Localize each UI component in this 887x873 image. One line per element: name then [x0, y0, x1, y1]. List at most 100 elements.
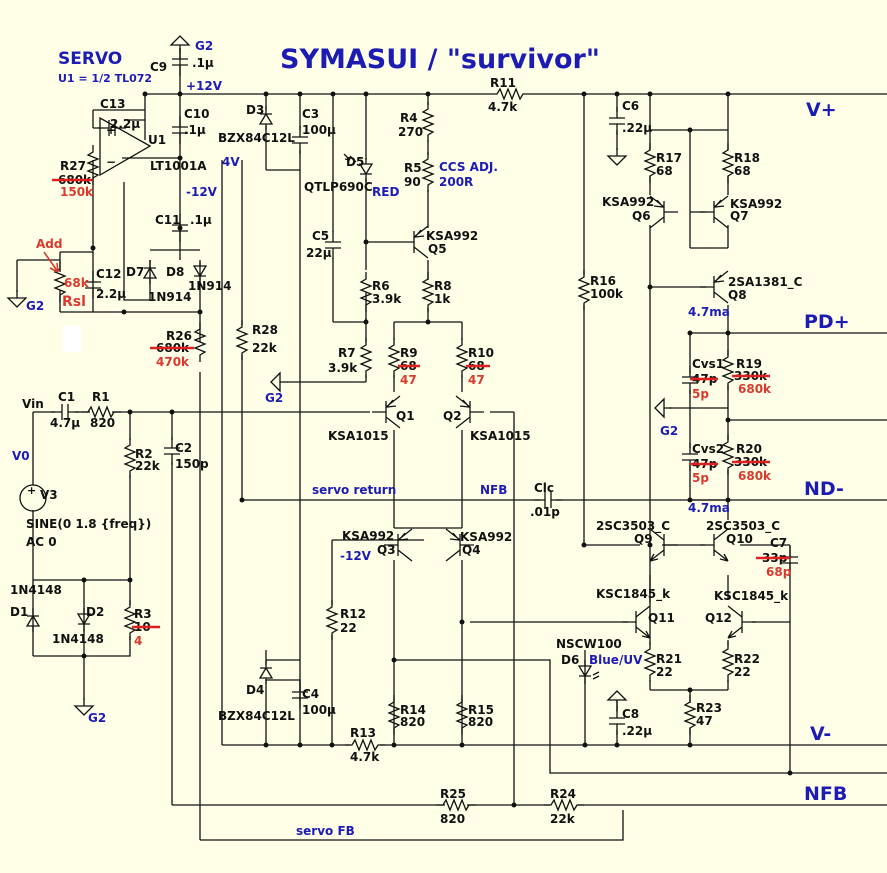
label-parts-r22-v: 22 [734, 665, 751, 679]
label-parts-r27-nv: 150k [60, 185, 94, 199]
label-parts-q4-n: Q4 [462, 543, 481, 557]
rail-vminus: V- [810, 723, 831, 745]
label-parts-d8-v: 1N914 [188, 279, 231, 293]
label-parts-q7-n: Q7 [730, 209, 749, 223]
label-parts-q9-n: Q9 [634, 532, 653, 546]
transistor-q7-symbol [699, 195, 729, 229]
label-parts-c6-n: C6 [622, 99, 639, 113]
label-parts-q11-v: KSC1845_k [596, 587, 671, 602]
components: +− [7, 35, 799, 811]
label-parts-r14-v: 820 [400, 715, 425, 729]
rail-nfb: NFB [804, 783, 847, 805]
label-nets-vin: Vin [22, 397, 44, 411]
label-parts-c7-n: C7 [770, 536, 787, 550]
label-parts-d4-v: BZX84C12L [218, 709, 295, 723]
label-parts-r20-nv: 680k [738, 469, 772, 483]
ground-c6 [607, 147, 627, 166]
label-parts-d3-v: BZX84C12L [218, 131, 295, 145]
svg-text:+: + [27, 484, 36, 497]
label-src-func: SINE(0 1.8 {freq}) [26, 517, 151, 531]
resistor-r17-symbol [644, 142, 656, 184]
label-parts-q11-n: Q11 [648, 611, 675, 625]
label-nets-ma1: 4.7ma [688, 305, 730, 319]
label-parts-r26-nv: 470k [156, 355, 190, 369]
label-parts-r23-n: R23 [696, 701, 722, 715]
label-notes-ccs_val: 200R [439, 175, 473, 189]
resistor-r5-symbol [422, 151, 434, 193]
label-parts-r13-n: R13 [350, 726, 376, 740]
resistor-r19-symbol [722, 349, 734, 391]
strikethroughs [52, 178, 790, 629]
label-parts-r21-v: 22 [656, 665, 673, 679]
label-parts-q2-n: Q2 [443, 409, 462, 423]
label-parts-r12-v: 22 [340, 621, 357, 635]
label-parts-q10-v: 2SC3503_C [706, 519, 780, 534]
resistor-r21-symbol [644, 641, 656, 683]
label-parts-d8-n: D8 [166, 265, 184, 279]
label-nets-g2: G2 [26, 299, 44, 313]
label-parts-r18-n: R18 [734, 151, 760, 165]
label-parts-c12-v: 2.2µ [96, 287, 126, 301]
schematic-title: SYMASUI / "survivor" [280, 44, 600, 75]
label-parts-r8-n: R8 [434, 279, 452, 293]
label-parts-c10-n: C10 [184, 107, 210, 121]
label-nets-g2: G2 [195, 39, 213, 53]
label-parts-c8-v: .22µ [622, 724, 652, 738]
label-notes-red: RED [372, 185, 399, 199]
label-nets-servo_fb: servo FB [296, 824, 355, 838]
label-nets-v0: V0 [12, 449, 30, 463]
label-parts-q5-n: Q5 [428, 242, 447, 256]
label-parts-r1-n: R1 [92, 390, 110, 404]
resistor-r12-symbol [326, 599, 338, 641]
label-parts-c12-n: C12 [96, 267, 122, 281]
label-parts-r28-v: 22k [252, 341, 278, 355]
servo-title: SERVO [58, 49, 122, 69]
label-parts-q12-v: KSC1845_k [714, 589, 789, 604]
rail-vplus: V+ [806, 99, 837, 121]
label-parts-r26-n: R26 [166, 329, 192, 343]
label-parts-c5-n: C5 [312, 229, 329, 243]
rail-ndminus: ND- [804, 478, 844, 500]
source-v3-symbol [19, 484, 47, 512]
label-parts-cvs2-nv: 5p [692, 471, 709, 485]
label-nets-nfb_small: NFB [480, 483, 507, 497]
resistor-r13-symbol [344, 739, 386, 751]
label-parts-q12-n: Q12 [705, 611, 732, 625]
resistor-r20-symbol [722, 434, 734, 476]
label-nets-g2: G2 [88, 711, 106, 725]
label-parts-c3-v: 100µ [302, 123, 336, 137]
label-parts-d6-v: NSCW100 [556, 637, 622, 651]
label-parts-r7-v: 3.9k [328, 361, 358, 375]
label-src-name: V3 [40, 488, 58, 502]
label-nets-servo_return: servo return [312, 483, 396, 497]
label-parts-c8-n: C8 [622, 707, 639, 721]
label-parts-c4-v: 100µ [302, 703, 336, 717]
label-parts-r17-n: R17 [656, 151, 682, 165]
label-notes-blueuv: Blue/UV [589, 653, 643, 667]
label-parts-r6-n: R6 [372, 279, 390, 293]
label-parts-d5-v: QTLP690C [304, 180, 373, 194]
label-notes-add: Add [36, 237, 62, 251]
transistor-q11-symbol [621, 605, 651, 639]
label-parts-r10-nv: 47 [468, 373, 485, 387]
resistor-r7-symbol [360, 337, 372, 379]
label-parts-cvs1-n: Cvs1 [692, 357, 724, 371]
resistor-r26-symbol [194, 321, 206, 363]
label-parts-c1-n: C1 [58, 390, 75, 404]
label-parts-c11-n: C11 [155, 213, 181, 227]
label-parts-r15-n: R15 [468, 703, 494, 717]
resistor-r8-symbol [422, 271, 434, 313]
label-parts-q6-n: Q6 [632, 209, 651, 223]
label-notes-ccs: CCS ADJ. [439, 160, 498, 174]
label-parts-q1-n: Q1 [396, 409, 415, 423]
transistor-q8-symbol [699, 270, 729, 304]
label-notes-rsl: Rsl [62, 294, 86, 310]
label-parts-r23-v: 47 [696, 714, 713, 728]
label-parts-cvs1-nv: 5p [692, 387, 709, 401]
label-parts-c2-n: C2 [175, 441, 192, 455]
label-parts-r5-v: 90 [404, 175, 421, 189]
label-parts-r11-v: 4.7k [488, 100, 518, 114]
resistor-r9-symbol [388, 337, 400, 379]
resistor-r24-symbol [543, 799, 585, 811]
